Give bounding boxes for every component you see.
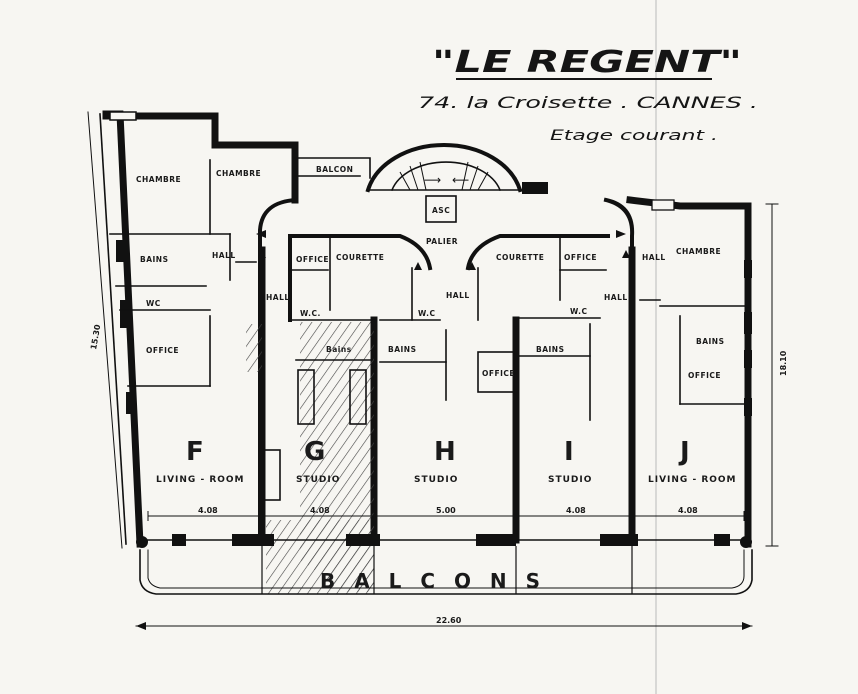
room-office-j: OFFICE <box>688 371 721 380</box>
g-radiator <box>263 449 281 501</box>
elevator-shaft <box>425 195 457 223</box>
outer-wall-left-inner <box>99 113 127 545</box>
apt-j-type: LIVING - ROOM <box>648 475 737 485</box>
apt-g-width: 4.08 <box>310 506 330 515</box>
outer-wall-top-f <box>102 112 299 204</box>
facade-piers <box>136 534 752 548</box>
stair-core <box>365 143 523 193</box>
corridor-wall-right <box>603 197 635 542</box>
room-balcon-top: BALCON <box>316 165 353 174</box>
room-office-h: OFFICE <box>482 369 515 378</box>
balcony-outline <box>139 549 753 595</box>
room-courette-i: COURETTE <box>496 253 544 262</box>
window-top-j <box>651 199 675 211</box>
apt-f-type: LIVING - ROOM <box>156 475 245 485</box>
room-wc-f: WC <box>146 299 161 308</box>
outer-wall-top-j <box>626 196 752 210</box>
building-title: "LE REGENT" <box>432 45 742 80</box>
apt-i-width: 4.08 <box>566 506 586 515</box>
floor-label: Etage courant . <box>550 128 718 144</box>
room-chambre-j: CHAMBRE <box>676 247 721 256</box>
room-office-i: OFFICE <box>564 253 597 262</box>
room-chambre-f-1: CHAMBRE <box>136 175 181 184</box>
room-courette-g: COURETTE <box>336 253 384 262</box>
apt-f-letter: F <box>186 437 204 467</box>
total-width-arrow-left <box>136 622 146 630</box>
room-hall-i: HALL <box>604 293 628 302</box>
apt-f-width: 4.08 <box>198 506 218 515</box>
g-fixture-2 <box>349 369 367 425</box>
window-top-f <box>109 111 137 121</box>
corridor-wall-left <box>258 197 298 542</box>
building-address: 74. la Croisette . CANNES . <box>418 93 758 112</box>
apt-i-letter: I <box>564 437 574 467</box>
room-wc-h: W.C <box>418 309 436 318</box>
room-bains-i: BAINS <box>536 345 565 354</box>
depth-left-label: 15.30 <box>89 323 102 350</box>
room-office-f: OFFICE <box>146 346 179 355</box>
balcons-label: BALCONS <box>320 569 542 593</box>
g-fixture-1 <box>297 369 315 425</box>
room-hall-f: HALL <box>212 251 236 260</box>
room-bains-g: Bains <box>326 345 352 354</box>
palier-wall-left <box>288 234 433 271</box>
balcony-outline-inner <box>147 549 745 589</box>
width-dim-ticks <box>147 511 745 521</box>
room-bains-h: BAINS <box>388 345 417 354</box>
entry-arrows <box>256 230 630 270</box>
depth-left-line <box>87 111 123 549</box>
apt-h-type: STUDIO <box>414 475 458 485</box>
stair-core-inner <box>390 161 502 192</box>
room-hall-h: HALL <box>446 291 470 300</box>
left-facade-windows <box>116 240 134 414</box>
apt-i-type: STUDIO <box>548 475 592 485</box>
apt-g-type: STUDIO <box>296 475 340 485</box>
palier-wall-right <box>465 234 610 271</box>
stair-treads <box>399 161 489 191</box>
room-bains-j: BAINS <box>696 337 725 346</box>
elevator-label: ASC <box>432 206 450 215</box>
room-office-g: OFFICE <box>296 255 329 264</box>
depth-right-label: 18.10 <box>779 350 788 376</box>
room-hall-g: HALL <box>266 293 290 302</box>
shaft-hatch-f <box>246 324 262 372</box>
stair-core-cap-right <box>522 182 548 194</box>
palier-label: PALIER <box>426 237 458 246</box>
room-wc-i: W.C <box>570 307 588 316</box>
apt-g-letter: G <box>304 437 325 467</box>
outer-wall-left <box>102 110 144 548</box>
room-chambre-f-2: CHAMBRE <box>216 169 261 178</box>
total-width-label: 22.60 <box>436 616 462 625</box>
room-wc-g: W.C. <box>300 309 321 318</box>
balcon-top-wall <box>294 157 371 179</box>
stair-arrow-right: ⟶ <box>424 173 441 187</box>
apt-h-width: 5.00 <box>436 506 456 515</box>
apt-j-letter: J <box>678 437 690 467</box>
apt-j-width: 4.08 <box>678 506 698 515</box>
room-bains-f: BAINS <box>140 255 169 264</box>
stair-arrow-left: ⟵ <box>452 173 469 187</box>
apt-h-letter: H <box>434 437 456 467</box>
room-hall-j: HALL <box>642 253 666 262</box>
total-width-arrow-right <box>742 622 752 630</box>
right-facade-windows <box>744 260 752 416</box>
h-office-box <box>477 351 515 393</box>
balcony-dividers <box>261 546 633 594</box>
